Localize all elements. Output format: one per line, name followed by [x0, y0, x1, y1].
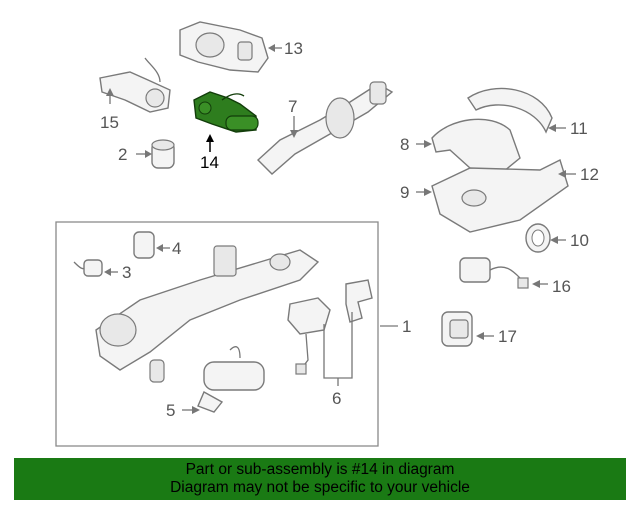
- callout-1: 1: [402, 317, 411, 336]
- callout-5: 5: [166, 401, 175, 420]
- callout-3: 3: [122, 263, 131, 282]
- banner-line-1: Part or sub-assembly is #14 in diagram: [185, 461, 455, 478]
- callout-2: 2: [118, 145, 127, 164]
- part-15-switch: [99, 57, 171, 113]
- callout-16: 16: [552, 277, 571, 296]
- part-14-combination-switch: [193, 91, 259, 152]
- part-7-shaft: [256, 81, 394, 175]
- part-10-ring: [525, 223, 566, 253]
- steering-column-body: [95, 245, 320, 383]
- part-17-module: [441, 311, 494, 347]
- callout-12: 12: [580, 165, 599, 184]
- part-3-connector: [73, 259, 118, 277]
- part-1-column-assembly: [55, 221, 398, 447]
- part-8-upper-cover: [416, 118, 521, 177]
- callout-6: 6: [332, 389, 341, 408]
- callout-13: 13: [284, 39, 303, 58]
- part-9-lower-cover: [416, 159, 576, 233]
- part-2-cylinder: [136, 139, 175, 169]
- part-5-motor: [182, 346, 265, 414]
- callout-8: 8: [400, 135, 409, 154]
- callout-7: 7: [288, 97, 297, 116]
- banner-line-2: Diagram may not be specific to your vehi…: [170, 479, 470, 496]
- callout-15: 15: [100, 113, 119, 132]
- part-11-cover: [467, 87, 566, 134]
- callout-14: 14: [200, 153, 219, 172]
- part-13-housing: [179, 21, 282, 73]
- callout-9: 9: [400, 183, 409, 202]
- callout-17: 17: [498, 327, 517, 346]
- callout-11: 11: [570, 119, 588, 138]
- part-16-sensor: [459, 257, 548, 289]
- part-6-switches: [287, 279, 373, 386]
- parts-diagram: 13 15 14 2 7 11: [55, 21, 599, 447]
- callout-4: 4: [172, 239, 181, 258]
- info-banner: Part or sub-assembly is #14 in diagram D…: [14, 458, 626, 500]
- part-4-cylinder: [133, 231, 170, 259]
- callout-10: 10: [570, 231, 589, 250]
